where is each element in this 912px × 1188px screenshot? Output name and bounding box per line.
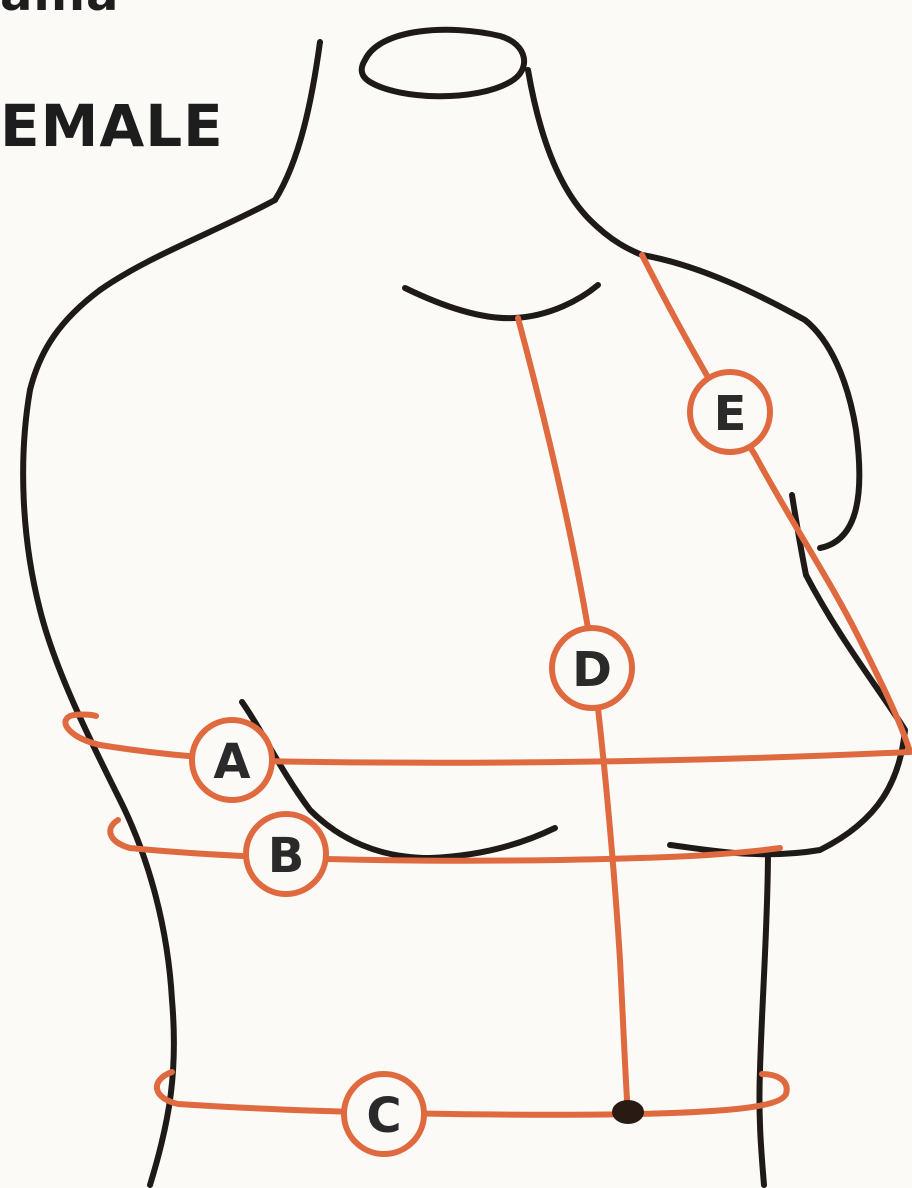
waist-junction-mark xyxy=(612,1100,644,1124)
label-c-text: C xyxy=(366,1088,401,1144)
label-d-text: D xyxy=(572,642,612,698)
measurement-lines xyxy=(65,255,910,1124)
right-breast-curve xyxy=(670,575,905,854)
neck-top-ellipse xyxy=(362,30,524,96)
waist-line-c xyxy=(157,1072,787,1115)
label-e: E xyxy=(690,372,770,452)
torso-right-side xyxy=(759,850,768,1185)
torso-left-side xyxy=(23,390,174,1185)
label-a-text: A xyxy=(213,734,250,790)
front-length-line-d xyxy=(518,318,628,1114)
label-d: D xyxy=(552,628,632,708)
label-b-text: B xyxy=(268,828,305,884)
label-c: C xyxy=(344,1074,424,1154)
label-e-text: E xyxy=(714,386,747,442)
label-b: B xyxy=(246,814,326,894)
torso-outline xyxy=(23,30,905,1185)
label-a: A xyxy=(192,720,272,800)
neck-left-edge xyxy=(275,42,320,200)
collarbone xyxy=(405,285,598,318)
shoulder-left xyxy=(30,200,275,390)
neck-right-edge xyxy=(528,70,642,255)
